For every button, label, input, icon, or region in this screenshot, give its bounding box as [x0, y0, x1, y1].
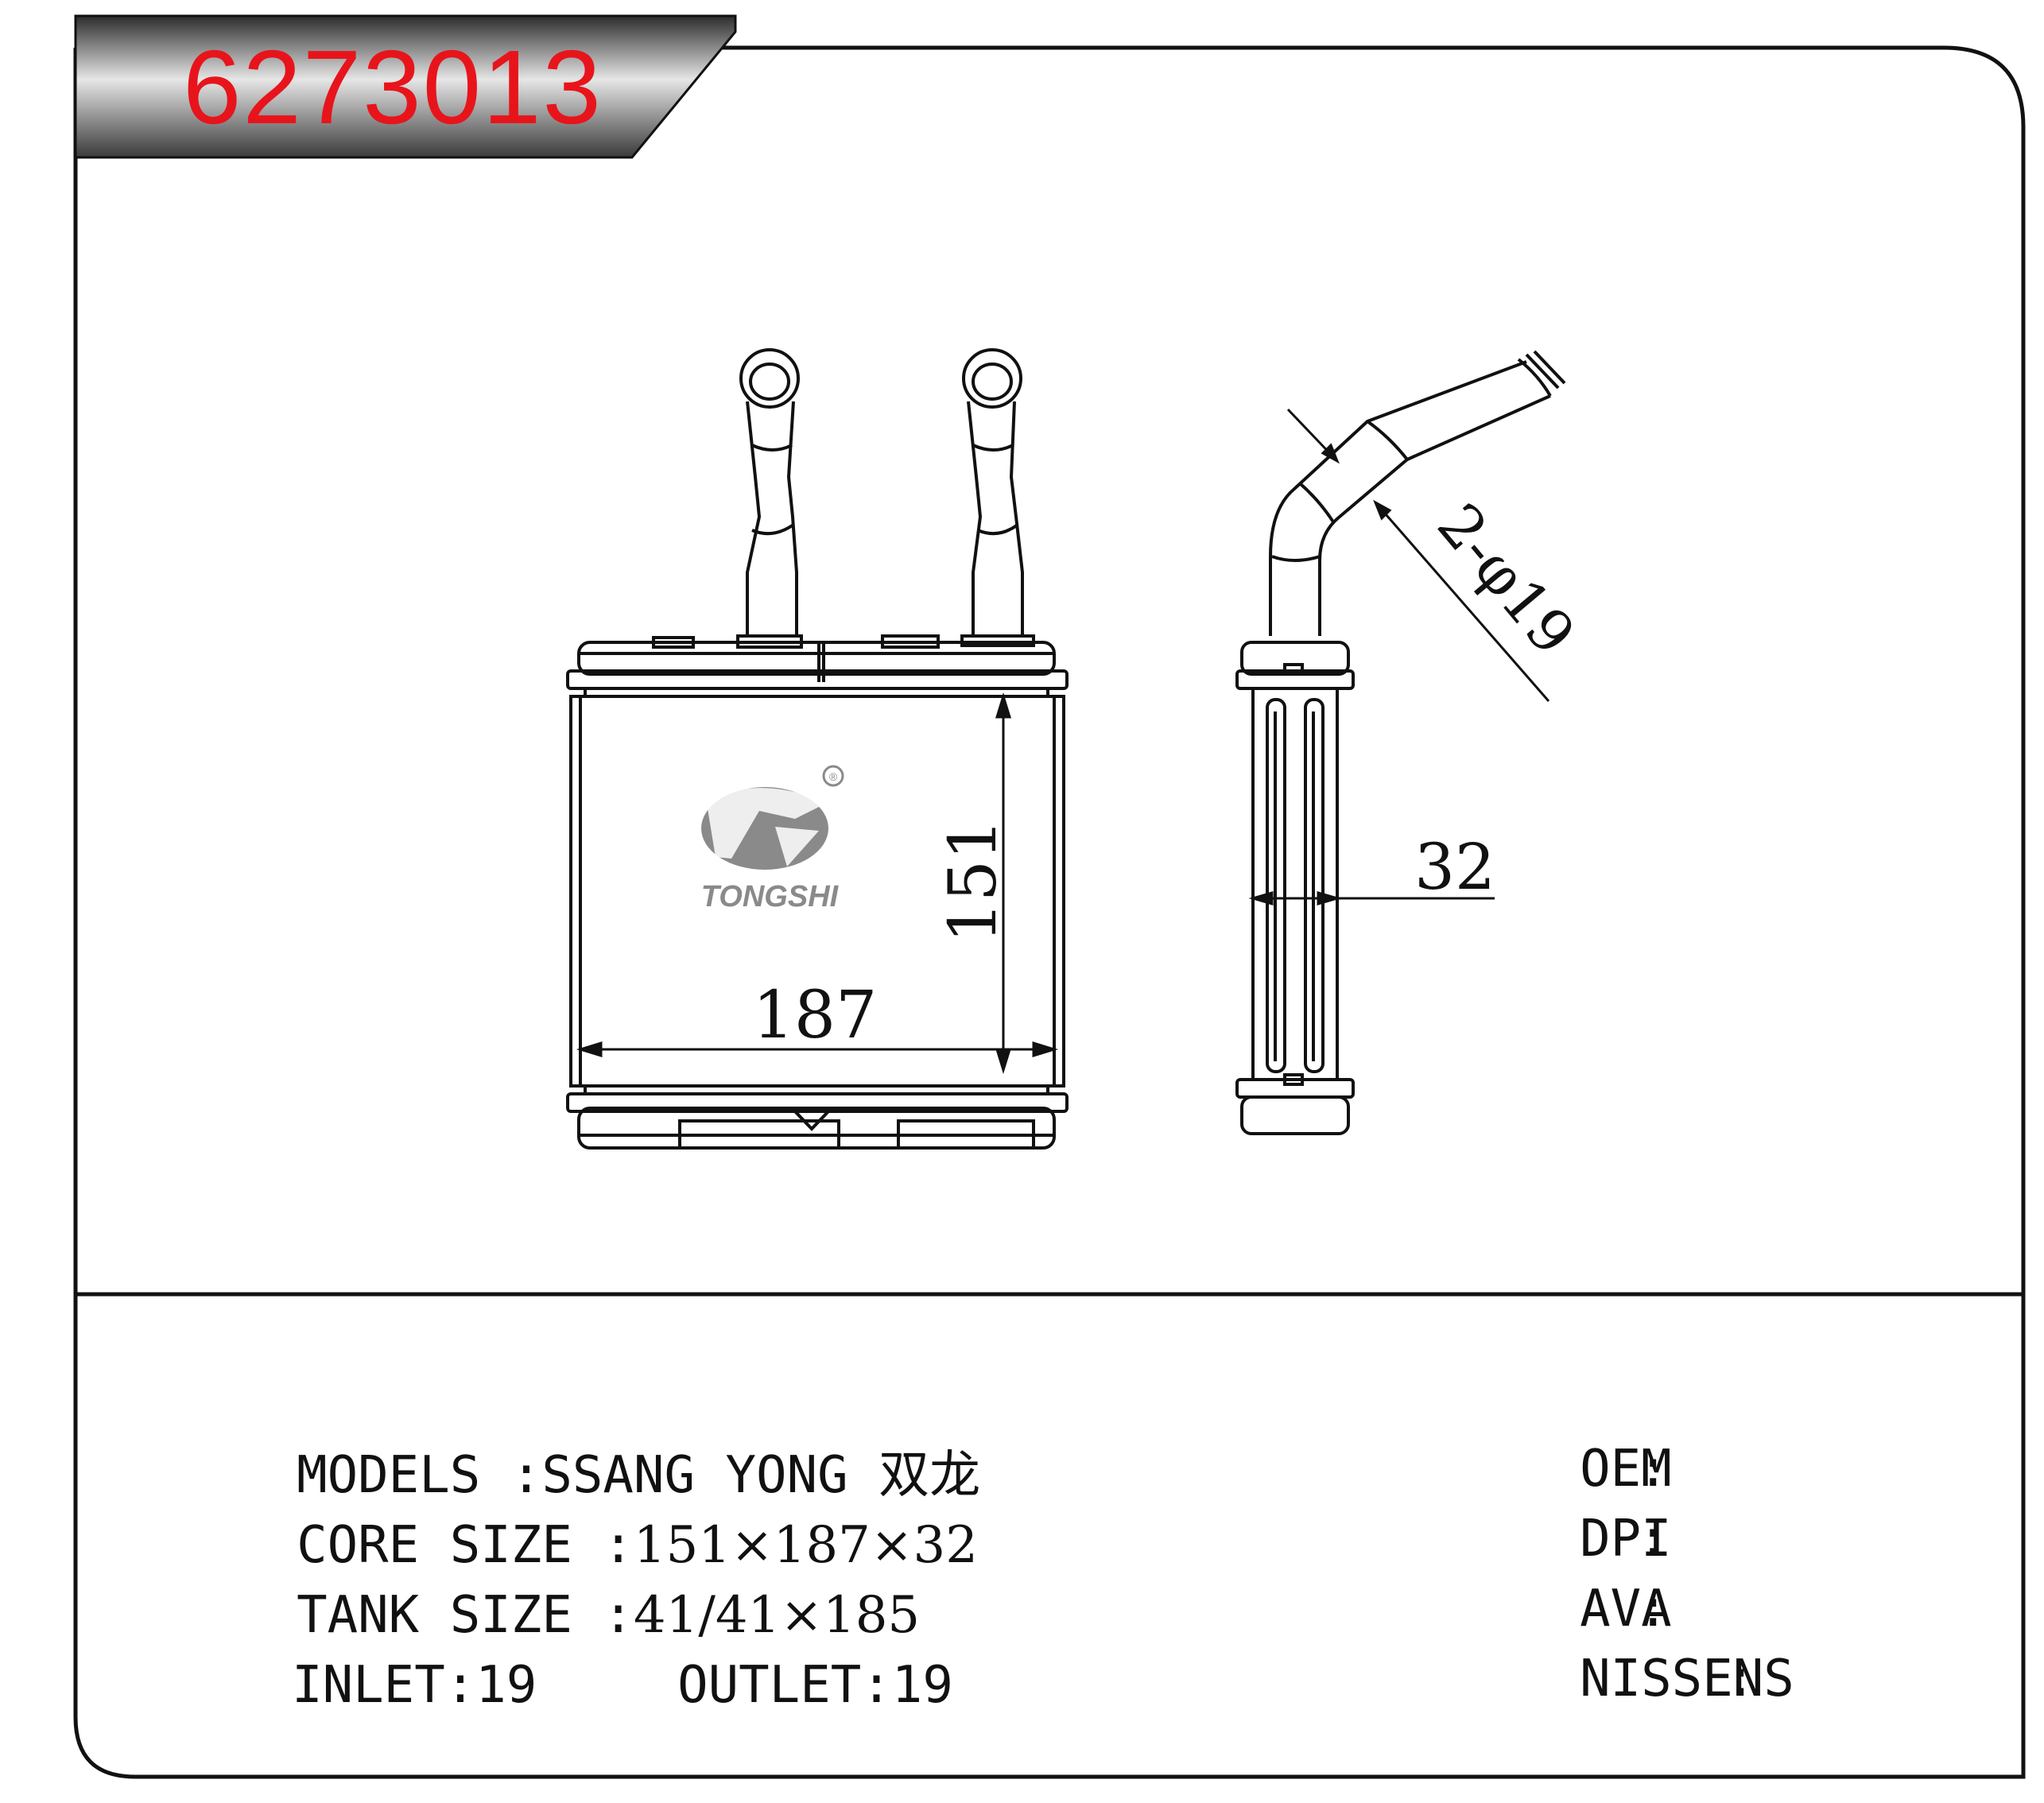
nissens-label: NISSENS: [1580, 1650, 1794, 1708]
oem-label: OEM: [1580, 1440, 1672, 1499]
height-dimension-label: 151: [936, 819, 1011, 944]
models-label: MODELS :: [297, 1446, 542, 1505]
side-dimensions: [1248, 408, 1550, 905]
part-number: 6273013: [183, 29, 603, 145]
side-view: [1235, 350, 1566, 1135]
ref-dpi: DPI:: [1518, 1444, 1672, 1571]
thickness-dimension-label: 32: [1414, 830, 1495, 904]
tank-size-label: TANK SIZE :: [297, 1586, 634, 1645]
tank-size-value: 41/41×185: [633, 1586, 921, 1645]
outer-frame: [73, 45, 2026, 1779]
inlet-value: 19: [475, 1656, 537, 1715]
spec-outlet: OUTLET:19: [616, 1590, 953, 1717]
dpi-label: DPI: [1580, 1510, 1672, 1568]
ref-ava: AVA:: [1518, 1514, 1672, 1641]
spec-tank-size: TANK SIZE :41/41×185: [235, 1520, 920, 1647]
brand-name: TONGSHI: [701, 880, 840, 913]
oem-separator: :: [1638, 1440, 1669, 1499]
inlet-label: INLET:: [292, 1656, 476, 1715]
spec-inlet: INLET:19: [231, 1590, 537, 1717]
pipe-diameter-label: 2-φ19: [1424, 491, 1588, 668]
width-dimension-label: 187: [753, 978, 878, 1053]
core-size-label: CORE SIZE :: [297, 1516, 634, 1575]
front-view: [566, 348, 1069, 1150]
nissens-separator: :: [1725, 1650, 1756, 1708]
dpi-separator: :: [1638, 1510, 1669, 1568]
outlet-label: OUTLET:: [677, 1656, 892, 1715]
tongshi-logo: ® TONGSHI: [701, 765, 844, 913]
ref-oem: OEM:: [1518, 1374, 1672, 1501]
outlet-value: 19: [891, 1656, 953, 1715]
title-banner: [74, 14, 737, 159]
spec-models: MODELS :SSANG YONG 双龙: [235, 1380, 980, 1507]
ava-label: AVA: [1580, 1580, 1672, 1638]
core-size-value: 151×187×32: [633, 1516, 978, 1575]
ref-nissens: NISSENS:: [1518, 1584, 1794, 1711]
spec-core-size: CORE SIZE :151×187×32: [235, 1450, 978, 1577]
ava-separator: :: [1638, 1580, 1669, 1638]
registered-mark: ®: [829, 770, 838, 783]
models-value: SSANG YONG 双龙: [541, 1446, 981, 1505]
front-dimensions: [576, 692, 1059, 1075]
